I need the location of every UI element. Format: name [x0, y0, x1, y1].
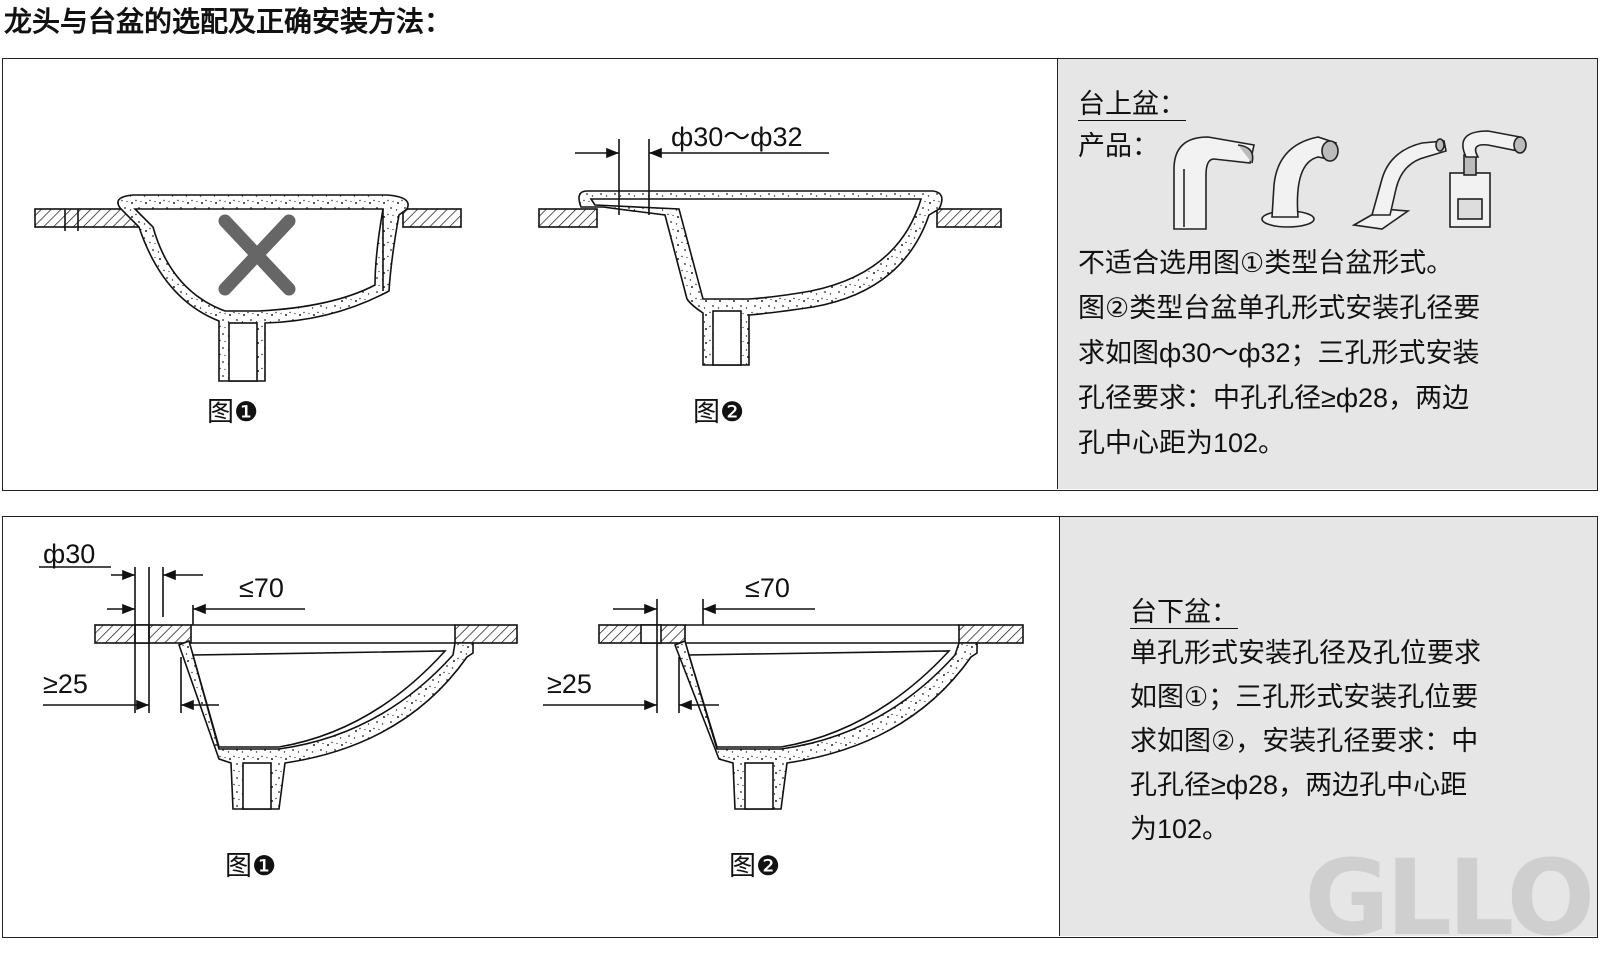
wrong-cross-icon: [218, 214, 296, 296]
top-fig2-caption: 图❷: [693, 397, 745, 427]
bottom-fig2-max-dimension: ≤70: [745, 573, 790, 603]
faucet-products: [1173, 130, 1527, 230]
page-title: 龙头与台盆的选配及正确安装方法：: [4, 6, 453, 37]
countertop-description: 不适合选用图①类型台盆形式。 图②类型台盆单孔形式安装孔径要 求如图ф30～ф3…: [1078, 248, 1481, 458]
bottom-fig1-caption: 图❶: [225, 851, 277, 881]
bottom-fig2-caption: 图❷: [729, 851, 781, 881]
top-fig1-drawing: [34, 194, 462, 382]
pullout-faucet-icon: [1449, 130, 1527, 228]
undercounter-section-title: 台下盆：: [1130, 597, 1238, 629]
brand-logo: GLLO: [1304, 837, 1595, 959]
sensor-faucet-icon: [1173, 136, 1255, 230]
bottom-fig1-drawing: [39, 566, 518, 810]
bottom-fig2-drawing: [543, 599, 1024, 810]
undercounter-basin-panel: ф30 ≤70 ≥25 ≤70 ≥25 图❶ 图❷ 台下盆： 单孔形式安装孔径及…: [2, 516, 1598, 950]
top-fig2-dimension-label: ф30～ф32: [671, 122, 803, 152]
bottom-fig2-min-dimension: ≥25: [547, 669, 592, 699]
top-fig2-drawing: [538, 139, 1002, 366]
undercounter-info-panel: 台下盆： 单孔形式安装孔径及孔位要求 如图①；三孔形式安装孔位要 求如图②，安装…: [1059, 517, 1597, 950]
countertop-info-panel: 台上盆： 产品：: [1057, 59, 1597, 489]
countertop-basin-diagrams: [34, 139, 1002, 382]
undercounter-basin-diagrams: [39, 566, 1024, 810]
bottom-fig1-min-dimension: ≥25: [43, 669, 88, 699]
countertop-basin-panel: ф30～ф32 图❶ 图❷ 台上盆： 产品：: [2, 58, 1598, 491]
products-label: 产品：: [1078, 131, 1159, 161]
top-fig1-caption: 图❶: [207, 397, 259, 427]
countertop-section-title: 台上盆：: [1078, 89, 1186, 121]
deck-faucet-icon: [1351, 138, 1447, 230]
bottom-fig1-max-dimension: ≤70: [239, 573, 284, 603]
curved-faucet-icon: [1261, 136, 1339, 228]
undercounter-description: 单孔形式安装孔径及孔位要求 如图①；三孔形式安装孔位要 求如图②，安装孔径要求：…: [1130, 638, 1481, 844]
bottom-fig1-hole-dimension: ф30: [43, 539, 96, 569]
